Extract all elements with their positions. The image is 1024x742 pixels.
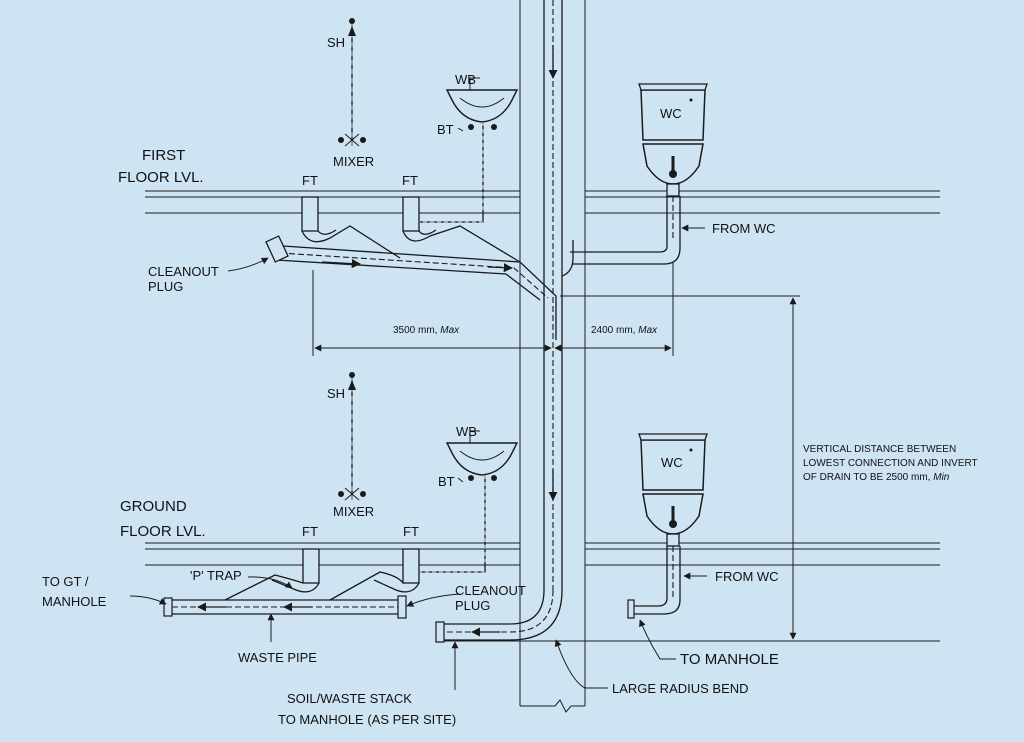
- sh-label-first: SH: [327, 35, 345, 50]
- from-wc-label-first: FROM WC: [712, 221, 776, 236]
- soil-stack-label-2: TO MANHOLE (AS PER SITE): [278, 712, 456, 727]
- leader-lines: [129, 127, 707, 690]
- dim-left-label: 3500 mm, Max: [393, 325, 460, 336]
- mixer-label-first: MIXER: [333, 154, 374, 169]
- waste-branch-ground: [163, 548, 420, 619]
- ground-floor-label: GROUND: [120, 498, 187, 515]
- dim-right-label: 2400 mm, Max: [591, 325, 658, 336]
- horizontal-dimension: [312, 262, 674, 356]
- to-gt-label: TO GT /: [42, 574, 89, 589]
- ft-label-ground-1: FT: [302, 524, 318, 539]
- to-gt-label-2: MANHOLE: [42, 594, 107, 609]
- ft-label-ground-2: FT: [403, 524, 419, 539]
- duct-wall: [519, 0, 586, 713]
- wc-ground-floor: [637, 432, 709, 548]
- wc-connection-ground: [627, 546, 681, 619]
- wc-first-floor: [637, 82, 709, 198]
- wc-label-ground: WC: [661, 455, 683, 470]
- vertical-note-line-2: LOWEST CONNECTION AND INVERT: [803, 458, 978, 469]
- ft-label-first-2: FT: [402, 173, 418, 188]
- from-wc-label-ground: FROM WC: [715, 569, 779, 584]
- ground-floor-label-2: FLOOR LVL.: [120, 523, 206, 540]
- sh-label-ground: SH: [327, 386, 345, 401]
- cleanout-label-first: CLEANOUT: [148, 264, 219, 279]
- bt-label-ground: BT: [438, 474, 455, 489]
- waste-branch-first: [265, 196, 557, 340]
- wb-label-ground: WB: [456, 424, 477, 439]
- p-trap-label: 'P' TRAP: [190, 568, 242, 583]
- ground-floor-slab: [145, 542, 940, 566]
- cleanout-label-ground: CLEANOUT: [455, 583, 526, 598]
- ft-label-first-1: FT: [302, 173, 318, 188]
- first-floor-slab: [145, 190, 940, 214]
- vertical-dimension: [560, 295, 800, 642]
- bt-label-first: BT: [437, 122, 454, 137]
- cleanout-label-first-2: PLUG: [148, 279, 183, 294]
- waste-pipe-label: WASTE PIPE: [238, 650, 317, 665]
- basin-waste-ground: [420, 475, 497, 573]
- wc-label-first: WC: [660, 106, 682, 121]
- vertical-note-line-3: OF DRAIN TO BE 2500 mm, Min: [803, 472, 950, 483]
- wc-connection-first: [561, 196, 681, 277]
- first-floor-label: FIRST: [142, 147, 185, 164]
- vertical-note-line-1: VERTICAL DISTANCE BETWEEN: [803, 444, 956, 455]
- to-manhole-label: TO MANHOLE: [680, 651, 779, 668]
- wb-label-first: WB: [455, 72, 476, 87]
- mixer-label-ground: MIXER: [333, 504, 374, 519]
- cleanout-label-ground-2: PLUG: [455, 598, 490, 613]
- soil-stack-label: SOIL/WASTE STACK: [287, 691, 412, 706]
- first-floor-label-2: FLOOR LVL.: [118, 169, 204, 186]
- basin-waste-first: [420, 122, 497, 223]
- large-radius-bend-label: LARGE RADIUS BEND: [612, 681, 749, 696]
